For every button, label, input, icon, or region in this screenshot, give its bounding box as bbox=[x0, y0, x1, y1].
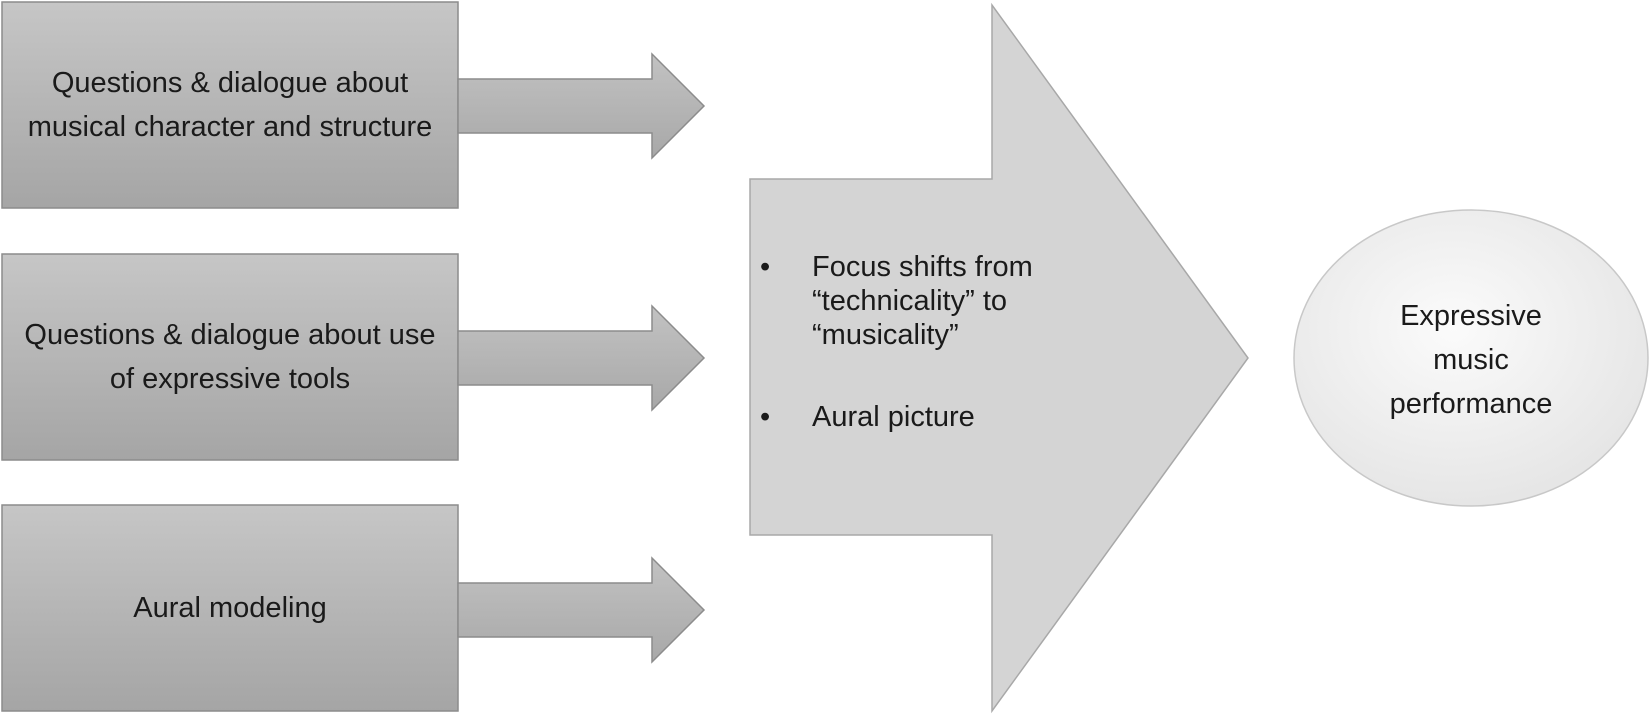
input-box-expressive-tools bbox=[1, 253, 459, 461]
center-bullet-list: • Focus shifts from “technicality” to “m… bbox=[758, 250, 1058, 482]
arrow-from-aural-modeling bbox=[457, 556, 706, 664]
central-arrow bbox=[749, 2, 1249, 714]
bullet-marker: • bbox=[760, 251, 771, 283]
outcome-label: Expressive music performance bbox=[1389, 300, 1553, 420]
arrow-from-expressive-tools bbox=[457, 304, 706, 412]
center-bullet-aural-picture: • Aural picture bbox=[760, 401, 975, 433]
arrow-from-character-structure bbox=[457, 52, 706, 160]
input-label-expressive-tools: Questions & dialogue about use of expres… bbox=[24, 319, 436, 395]
outcome-ellipse bbox=[1293, 209, 1649, 507]
input-box-aural-modeling bbox=[1, 504, 459, 712]
input-label-aural-modeling: Aural modeling bbox=[133, 592, 327, 624]
bullet-marker: • bbox=[760, 401, 771, 433]
center-bullet-focus-shift: • Focus shifts from “technicality” to “m… bbox=[760, 251, 1033, 351]
input-label-character-structure: Questions & dialogue about musical chara… bbox=[27, 67, 433, 143]
input-box-character-structure bbox=[1, 1, 459, 209]
